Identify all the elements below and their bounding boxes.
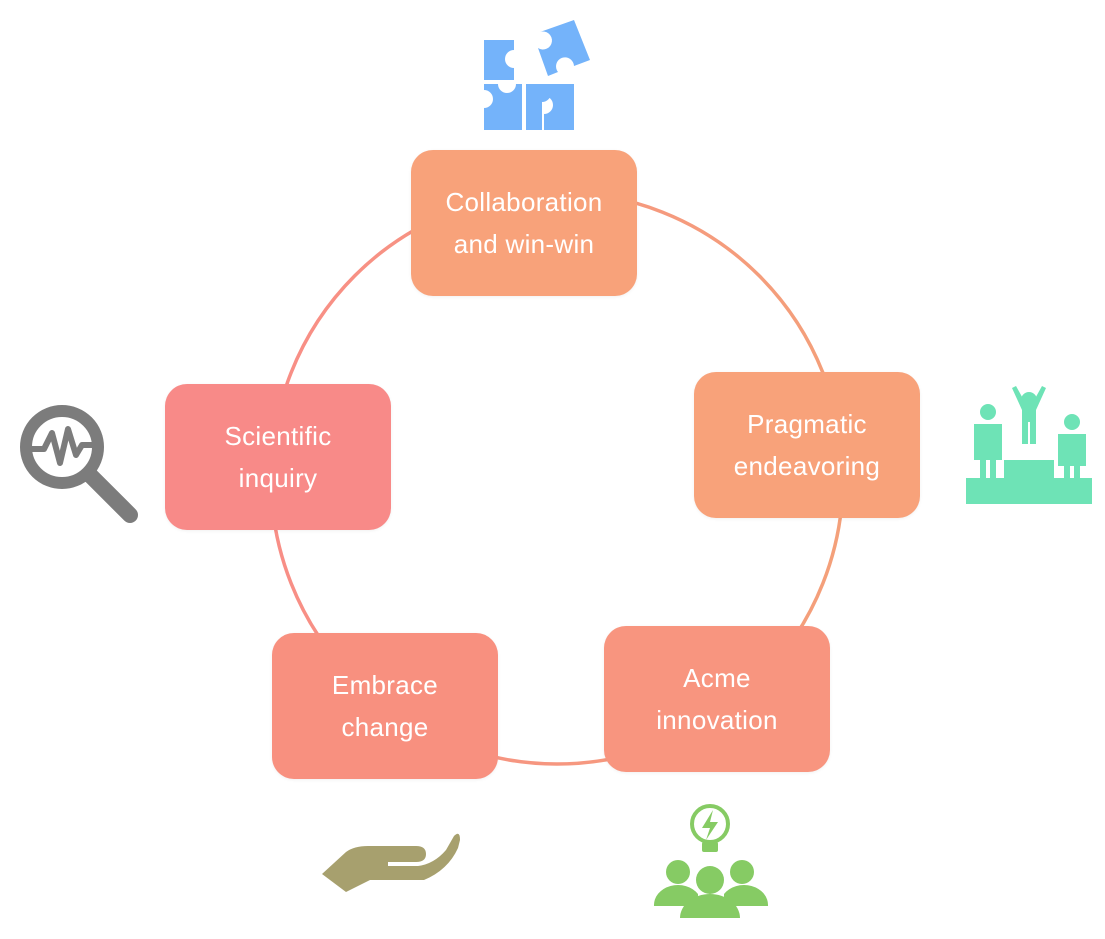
podium-icon bbox=[962, 384, 1096, 508]
team-idea-icon bbox=[650, 800, 772, 924]
node-label: Acme innovation bbox=[656, 663, 778, 735]
node-label: Scientific inquiry bbox=[224, 421, 332, 493]
node-collaboration-and-win-win: Collaboration and win-win bbox=[411, 150, 637, 296]
hand-icon bbox=[316, 828, 464, 898]
node-label: Collaboration and win-win bbox=[445, 187, 603, 259]
node-label: Embrace change bbox=[331, 670, 439, 742]
node-acme-innovation: Acme innovation bbox=[604, 626, 830, 772]
puzzle-icon bbox=[478, 18, 602, 134]
magnifier-pulse-icon bbox=[10, 395, 140, 525]
node-pragmatic-endeavoring: Pragmatic endeavoring bbox=[694, 372, 920, 518]
node-label: Pragmatic endeavoring bbox=[733, 409, 881, 481]
node-embrace-change: Embrace change bbox=[272, 633, 498, 779]
node-scientific-inquiry: Scientific inquiry bbox=[165, 384, 391, 530]
